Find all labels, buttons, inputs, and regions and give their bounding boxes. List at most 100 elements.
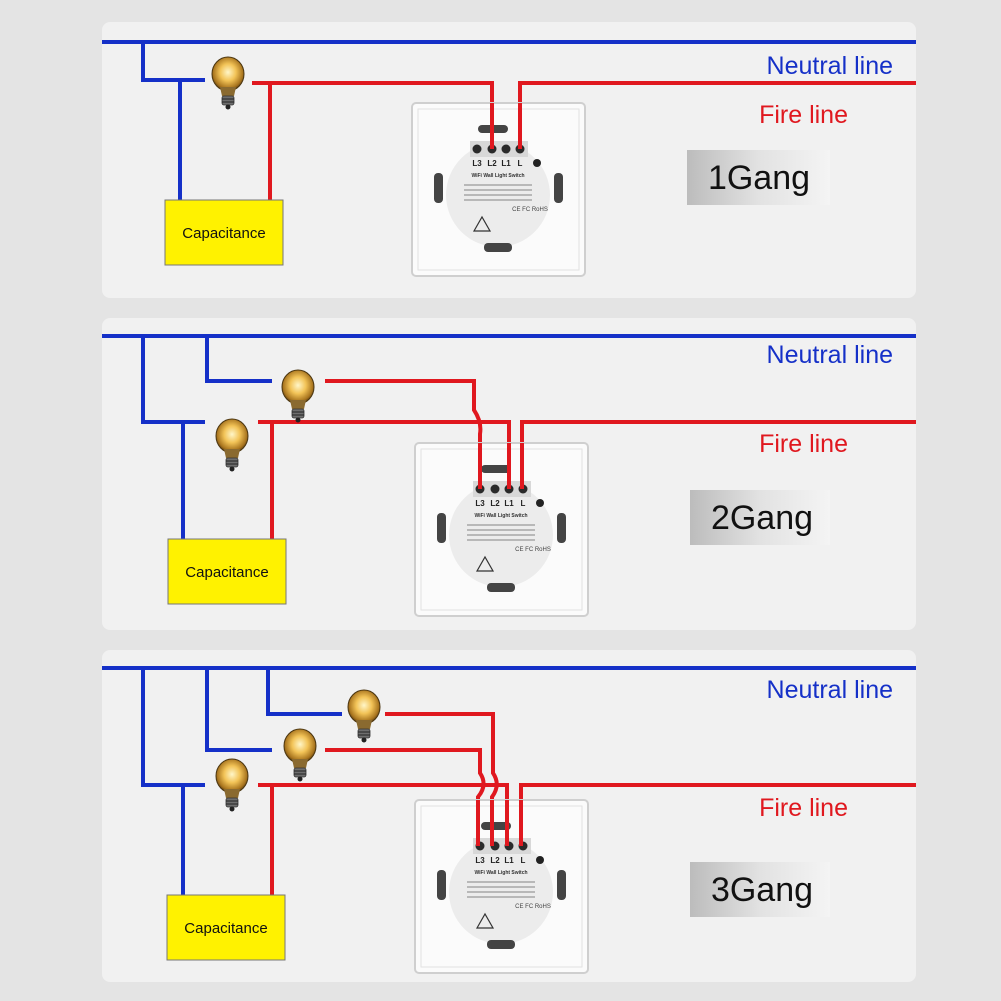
bulb-neck [224,449,240,458]
bulb-neck [356,720,372,729]
gang-label-box [690,862,830,917]
switch-plate-inner [420,448,583,611]
switch-slot-top [481,822,511,830]
cert-marks: CE FC RoHS [515,547,551,553]
switch-plate-inner [420,805,583,968]
bulb-neck [220,87,236,96]
light-bulb-icon [215,418,249,472]
cert-marks: CE FC RoHS [515,904,551,910]
light-bulb-icon [281,369,315,423]
switch-slot-bottom [487,940,515,949]
bulb-glass [215,418,249,454]
neutral-line-label: Neutral line [767,676,893,704]
neutral-line-label: Neutral line [767,341,893,369]
neutral-branch [205,668,272,752]
wifi-switch-back: L3 L2 L1 L WiFi Wall Light Switch CE FC RoHS [414,442,589,617]
reset-button [536,856,544,864]
capacitance-box [167,538,287,605]
terminal-block [473,481,531,497]
terminal-screw [501,144,511,154]
terminal-label: L [521,499,526,508]
bulb-glass [215,758,249,794]
capacitance-label: Capacitance [182,225,265,242]
neutral-branch [266,668,342,716]
gang-label-box [690,490,830,545]
bulb-glass [347,689,381,725]
switch-clip-left [437,513,446,543]
warning-icon [475,555,495,572]
gang-label: 2Gang [711,499,813,537]
capacitance-box [166,894,286,961]
bulb-neck [290,400,306,409]
fire-line-label: Fire line [759,794,848,822]
capacitance-box [164,199,284,266]
switch-clip-right [554,173,563,203]
cert-marks: CE FC RoHS [512,207,548,213]
wifi-switch-back: L3 L2 L1 L WiFi Wall Light Switch CE FC RoHS [411,102,586,277]
neutral-line-label: Neutral line [767,52,893,80]
light-bulb-icon [211,56,245,110]
reset-button [533,159,541,167]
bulb-base [225,797,239,808]
bulb-neck [224,789,240,798]
terminal-label: L2 [490,856,500,865]
fire-line-label: Fire line [759,430,848,458]
gang-label: 1Gang [708,159,810,197]
terminal-label: L3 [475,856,485,865]
bulb-tip [229,806,235,812]
bulb-tip [361,737,367,743]
light-bulb-icon [215,758,249,812]
terminal-label: L1 [501,159,511,168]
terminal-screw [472,144,482,154]
bulb-tip [295,417,301,423]
bulb-base [293,767,307,778]
bulb-base [291,408,305,419]
warning-icon [475,912,495,929]
terminal-label: L3 [472,159,482,168]
terminal-block [473,838,531,854]
bulb-glass [283,728,317,764]
bulb-base [225,457,239,468]
terminal-label: L1 [504,856,514,865]
terminal-screw [490,484,500,494]
gang-label-box [687,150,830,205]
warning-icon [472,215,492,232]
bulb-tip [297,776,303,782]
switch-clip-right [557,870,566,900]
switch-clip-left [437,870,446,900]
gang-label: 3Gang [711,871,813,909]
switch-clip-left [434,173,443,203]
capacitance-label: Capacitance [184,920,267,937]
bulb-neck [292,759,308,768]
bulb-tip [229,466,235,472]
bulb-glass [211,56,245,92]
neutral-branch [141,42,205,82]
terminal-block [470,141,528,157]
reset-button [536,499,544,507]
fire-line-label: Fire line [759,101,848,129]
panel-1gang: Capacitance L3 L2 L1 L WiFi Wall Light Switch… [102,22,916,298]
panel-2gang: Capacitance L3 L2 L1 L WiFi Wall Light Switch… [102,318,916,630]
switch-slot-bottom [487,583,515,592]
terminal-label: L [521,856,526,865]
wifi-switch-back: L3 L2 L1 L WiFi Wall Light Switch CE FC RoHS [414,799,589,974]
switch-title: WiFi Wall Light Switch [474,870,527,876]
terminal-label: L3 [475,499,485,508]
switch-title: WiFi Wall Light Switch [471,173,524,179]
switch-title: WiFi Wall Light Switch [474,513,527,519]
light-bulb-icon [283,728,317,782]
switch-slot-top [481,465,511,473]
capacitance-label: Capacitance [185,564,268,581]
terminal-label: L2 [490,499,500,508]
bulb-tip [225,104,231,110]
bulb-base [357,728,371,739]
terminal-label: L [518,159,523,168]
neutral-branch [205,336,272,383]
light-bulb-icon [347,689,381,743]
terminal-label: L2 [487,159,497,168]
terminal-label: L1 [504,499,514,508]
bulb-glass [281,369,315,405]
switch-plate-inner [417,108,580,271]
panel-3gang: Capacitance L3 L2 L1 L WiFi Wall Light Switch… [102,650,916,982]
